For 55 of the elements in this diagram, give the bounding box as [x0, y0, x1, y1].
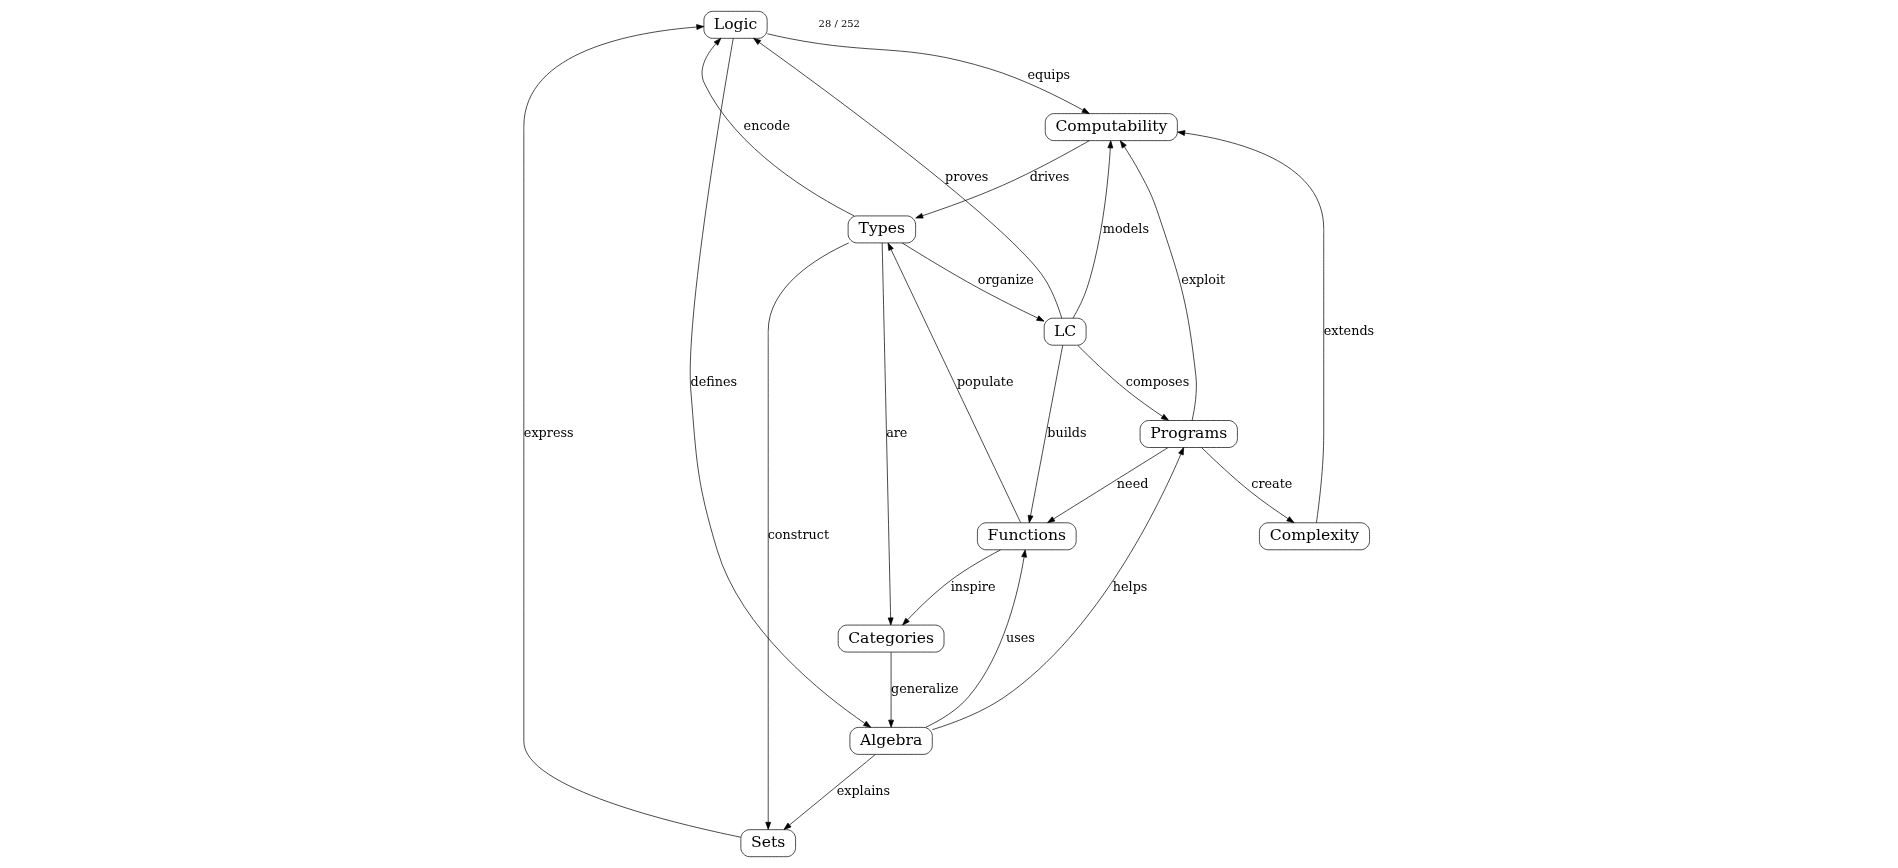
arrow	[1027, 345, 1064, 524]
arrow	[523, 24, 741, 838]
arrow	[767, 33, 1090, 114]
node-box: Logic	[703, 10, 768, 39]
edge-label: exploit	[1181, 271, 1226, 287]
arrow	[931, 447, 1185, 731]
edge-label: composes	[1125, 373, 1190, 389]
edge-label: defines	[690, 373, 738, 389]
node-box: LC	[1043, 317, 1087, 346]
node-box: Functions	[977, 522, 1077, 551]
arrow	[915, 140, 1090, 219]
arrow	[1177, 130, 1325, 523]
edge-label: construct	[767, 527, 830, 543]
edge-label: are	[886, 425, 908, 441]
arrow	[1047, 447, 1169, 523]
arrow	[902, 549, 1001, 626]
arrow	[1077, 345, 1169, 421]
edge-label: create	[1251, 476, 1293, 492]
arrow	[925, 549, 1027, 728]
arrow	[689, 38, 872, 728]
edge-label: encode	[743, 118, 790, 134]
edge-label: inspire	[950, 578, 996, 594]
arrow	[1201, 447, 1295, 523]
arrow	[753, 38, 1063, 319]
arrow	[783, 754, 876, 830]
arrow	[1119, 140, 1197, 421]
edge-label: organize	[977, 271, 1034, 287]
node-box: Programs	[1139, 420, 1238, 448]
edge-label: builds	[1047, 425, 1087, 441]
edge-label: explains	[836, 783, 891, 799]
arrow	[887, 242, 1021, 523]
edge-label: express	[523, 425, 574, 441]
edge-label: proves	[945, 169, 989, 185]
edge-label: generalize	[891, 680, 959, 696]
arrow	[765, 242, 850, 830]
node-box: Algebra	[849, 727, 933, 755]
node-box: Sets	[740, 829, 796, 858]
edge-label: equips	[1027, 67, 1071, 83]
node-box: Types	[847, 215, 916, 244]
arrow	[701, 38, 855, 217]
label: 28 / 252	[818, 18, 860, 30]
edge-label: extends	[1323, 322, 1375, 338]
arrow	[881, 242, 894, 626]
arrow	[888, 651, 894, 728]
edge-label: models	[1102, 220, 1149, 236]
edge-label: uses	[1005, 629, 1035, 645]
edge-label: helps	[1112, 578, 1148, 594]
node-box: Computability	[1044, 113, 1178, 141]
edge-label: populate	[956, 373, 1014, 389]
arrow	[901, 242, 1045, 322]
edge-label: need	[1116, 476, 1149, 492]
edge-label: drives	[1029, 169, 1070, 185]
node-box: Categories	[837, 624, 945, 653]
node-box: Complexity	[1259, 522, 1370, 551]
arrow	[1072, 140, 1114, 319]
